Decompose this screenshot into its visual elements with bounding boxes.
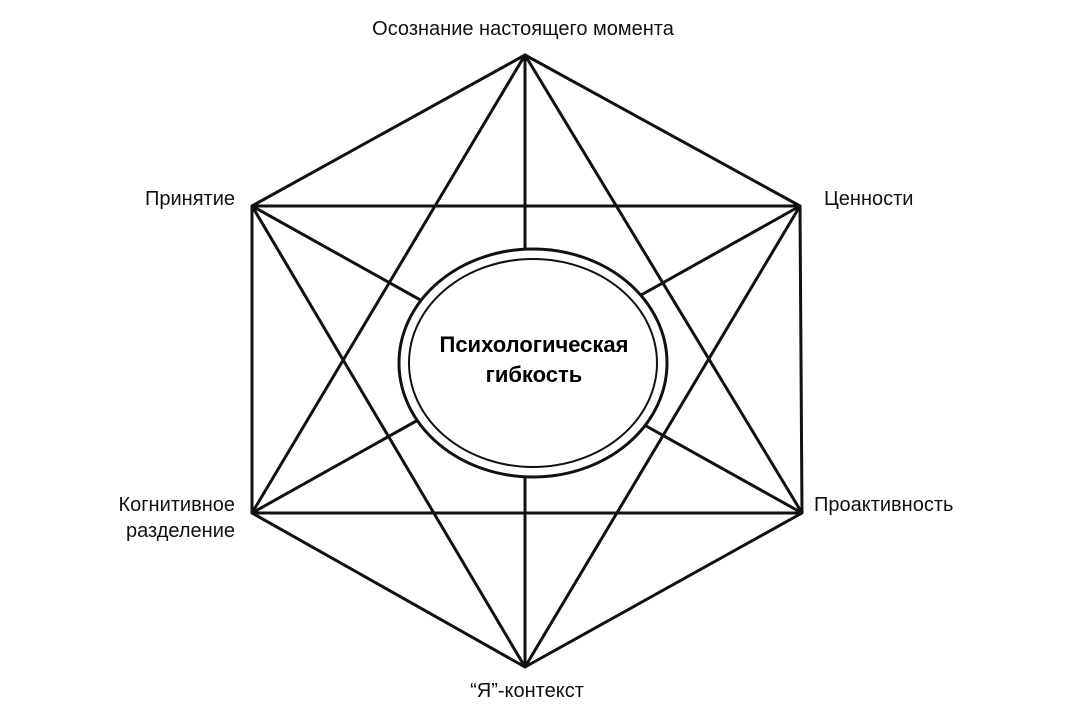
node-cognitive-defusion: Когнитивное разделение — [118, 492, 235, 544]
node-cognitive-defusion-line1: Когнитивное — [118, 494, 235, 516]
node-values: Ценности — [824, 188, 914, 210]
center-title-line1: Психологическая — [439, 332, 629, 357]
center-ellipse-outer — [397, 247, 669, 479]
node-acceptance: Принятие — [145, 188, 235, 210]
node-present-moment: Осознание настоящего момента — [372, 18, 674, 40]
node-committed-action: Проактивность — [814, 494, 954, 516]
center-title-line2: гибкость — [485, 362, 583, 387]
node-self-as-context: “Я”-контекст — [470, 680, 584, 702]
center-ellipse-inner — [408, 258, 658, 468]
node-cognitive-defusion-line2: разделение — [125, 520, 235, 542]
center-title: Психологическая гибкость — [404, 330, 664, 390]
